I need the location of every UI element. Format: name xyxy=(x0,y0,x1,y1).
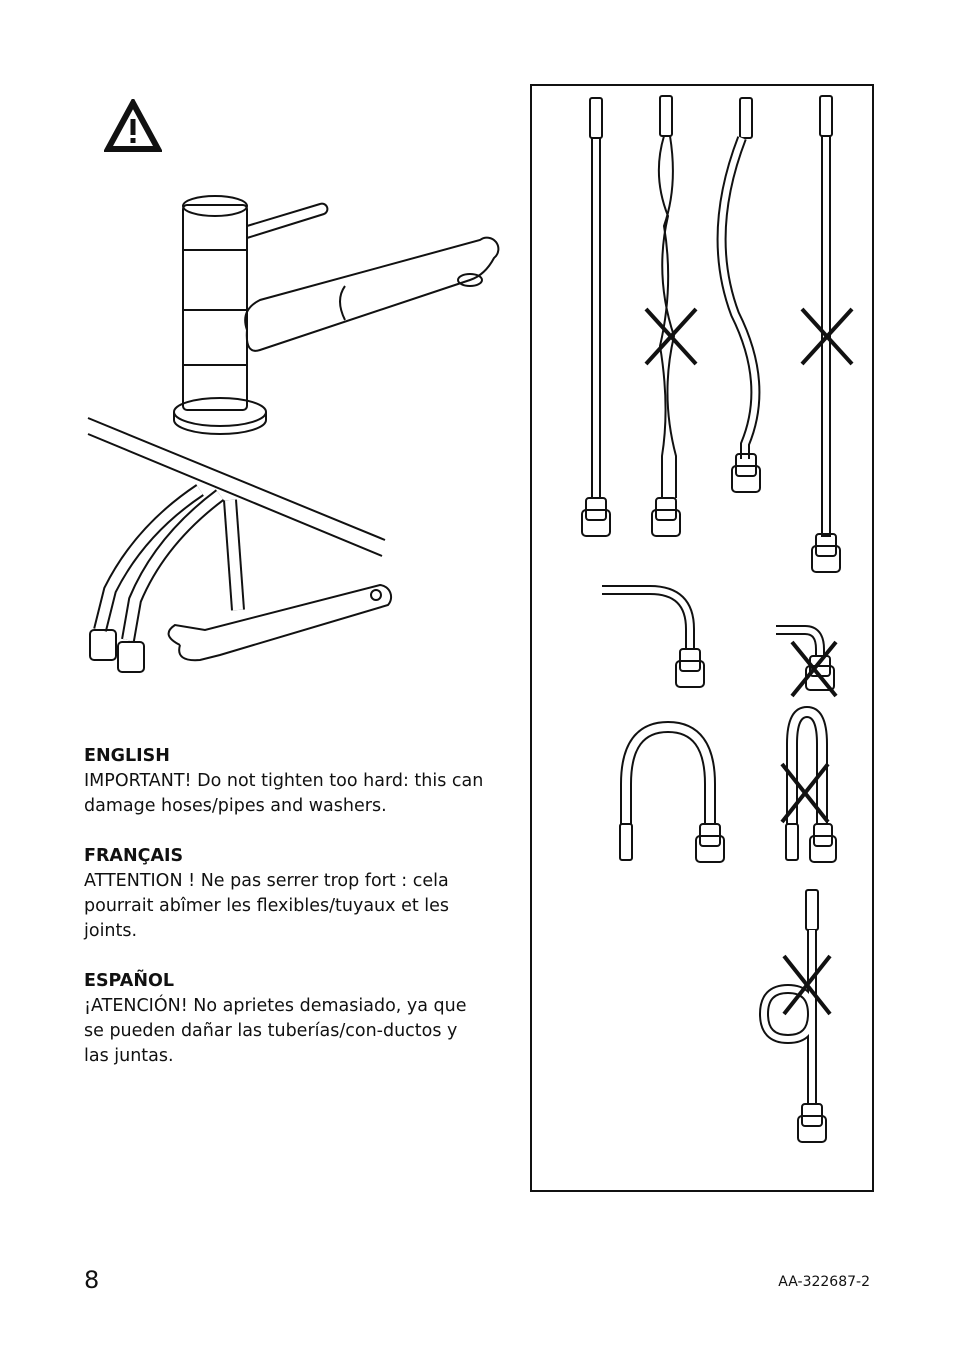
cross-mark-icon xyxy=(780,762,830,824)
hose-wide-bend-ok xyxy=(602,585,705,688)
section-title: ESPAÑOL xyxy=(84,971,174,991)
page-number: 8 xyxy=(84,1266,100,1294)
hose-straight-ok xyxy=(581,97,611,537)
section-francais: FRANÇAIS ATTENTION ! Ne pas serrer trop … xyxy=(84,844,484,944)
document-code: AA-322687-2 xyxy=(778,1274,870,1290)
section-title: FRANÇAIS xyxy=(84,846,184,866)
section-espanol: ESPAÑOL ¡ATENCIÓN! No aprietes demasiado… xyxy=(84,969,484,1069)
warning-triangle-icon xyxy=(104,99,162,152)
cross-mark-icon xyxy=(782,954,832,1016)
section-body: ¡ATENCIÓN! No aprietes demasiado, ya que… xyxy=(84,996,467,1066)
faucet-installation-illustration xyxy=(87,195,500,673)
cross-mark-icon xyxy=(800,307,854,366)
hose-looped-wrong xyxy=(758,889,827,1143)
hose-twisted-wrong xyxy=(651,95,681,537)
section-body: IMPORTANT! Do not tighten too hard: this… xyxy=(84,771,484,816)
section-english: ENGLISH IMPORTANT! Do not tighten too ha… xyxy=(84,744,484,819)
section-title: ENGLISH xyxy=(84,746,170,766)
hose-bending-panel xyxy=(530,84,874,1192)
cross-mark-icon xyxy=(644,307,698,366)
hose-tight-u-wrong xyxy=(785,705,837,863)
hose-u-bend-ok xyxy=(619,720,725,863)
hose-curved-ok xyxy=(716,97,761,493)
section-body: ATTENTION ! Ne pas serrer trop fort : ce… xyxy=(84,871,450,941)
cross-mark-icon xyxy=(790,640,838,698)
